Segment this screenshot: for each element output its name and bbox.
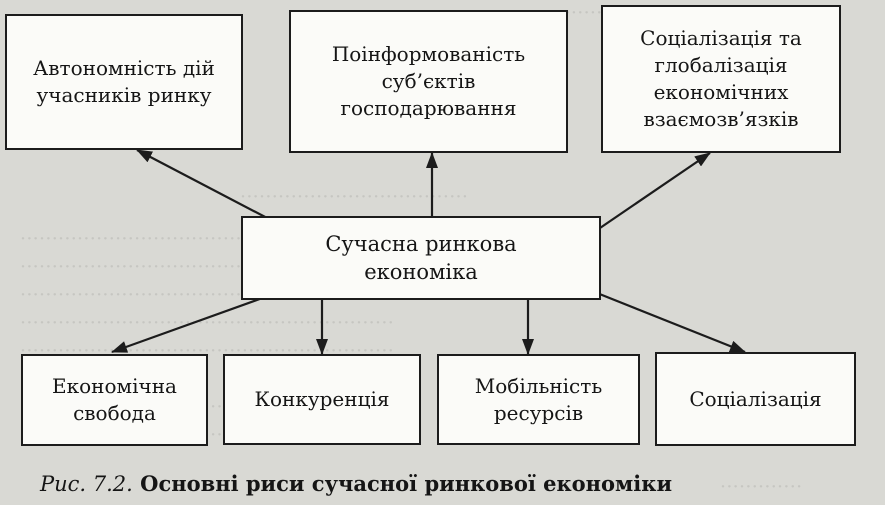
box-autonomy: Автономність дій учасників ринку <box>5 14 243 150</box>
arrow-to-socialization <box>591 289 746 354</box>
box-socialization: Соціалізація <box>655 352 856 446</box>
box-modern-market-economy-text: Сучасна ринкова економіка <box>325 232 517 284</box>
box-competition: Конкуренція <box>223 354 421 445</box>
box-economic-freedom-text: Економічна свобода <box>52 374 177 425</box>
box-globalization-text: Соціалізація та глобалізація економічних… <box>640 26 802 131</box>
box-resource-mobility-text: Мобільність ресурсів <box>474 373 603 425</box>
figure-caption-label: Рис. 7.2. <box>40 472 133 496</box>
box-economic-freedom: Економічна свобода <box>21 354 208 446</box>
box-competition-text: Конкуренція <box>254 387 390 411</box>
box-information: Поінформованість суб’єктів господарюванн… <box>289 10 568 153</box>
arrow-to-freedom <box>111 294 269 354</box>
box-globalization: Соціалізація та глобалізація економічних… <box>601 5 841 153</box>
box-autonomy-text: Автономність дій учасників ринку <box>33 56 215 107</box>
figure-caption-title: Основні риси сучасної ринкової економіки <box>140 471 673 496</box>
box-modern-market-economy: Сучасна ринкова економіка <box>241 216 601 300</box>
box-information-text: Поінформованість суб’єктів господарюванн… <box>331 42 526 120</box>
box-resource-mobility: Мобільність ресурсів <box>437 354 640 445</box>
box-socialization-text: Соціалізація <box>689 386 822 411</box>
arrow-to-globalization <box>599 152 711 229</box>
figure-caption: Рис. 7.2. Основні риси сучасної ринкової… <box>40 471 672 496</box>
